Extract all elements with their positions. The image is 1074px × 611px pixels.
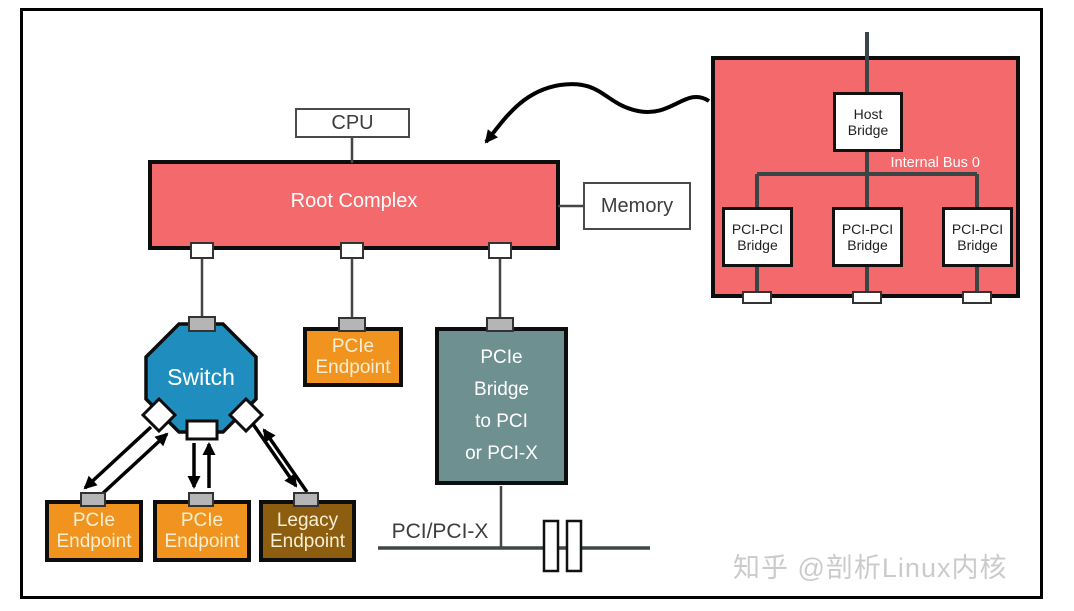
pcie-endpoint-center-port <box>188 492 214 507</box>
pci-pci-bridge-label-line: Bridge <box>737 237 778 253</box>
pci-pci-bridge-3-box: PCI-PCI Bridge <box>942 207 1013 267</box>
watermark: 知乎 @剖析Linux内核 <box>733 553 1008 583</box>
pcie-bridge-line4: or PCI-X <box>465 443 538 464</box>
root-complex-box <box>148 160 560 250</box>
legacy-endpoint-port <box>293 492 319 507</box>
pci-pci-bridge-label-line: Bridge <box>847 237 888 253</box>
pci-pci-bridge-label-line: Bridge <box>957 237 998 253</box>
pcie-endpoint-mid-line1: PCIe <box>331 336 375 357</box>
inset-port-2 <box>852 291 882 304</box>
root-port-3 <box>488 242 512 259</box>
host-bridge-line2: Bridge <box>847 122 889 138</box>
cpu-label: CPU <box>331 111 374 134</box>
pci-pci-bridge-label-line: PCI-PCI <box>841 221 894 237</box>
pcie-endpoint-mid-port <box>338 317 366 332</box>
pcie-endpoint-center-line2: Endpoint <box>164 531 240 552</box>
pci-pci-bridge-label-line: PCI-PCI <box>731 221 784 237</box>
host-bridge-box: Host Bridge <box>833 92 903 152</box>
pcie-endpoint-mid-line2: Endpoint <box>315 357 391 378</box>
legacy-endpoint-line1: Legacy <box>276 510 339 531</box>
switch-label: Switch <box>167 363 235 390</box>
memory-label: Memory <box>600 194 674 217</box>
root-complex-label-wrap: Root Complex <box>148 160 560 242</box>
pcie-endpoint-left-line1: PCIe <box>72 510 116 531</box>
inset-port-1 <box>742 291 772 304</box>
switch-top-port <box>188 316 216 332</box>
legacy-endpoint-line2: Endpoint <box>269 531 345 552</box>
pcie-bridge-line1: PCIe <box>480 347 523 368</box>
internal-bus-label: Internal Bus 0 <box>890 155 980 171</box>
pci-bus-label: PCI/PCI-X <box>391 520 489 543</box>
pcie-endpoint-center-box: PCIe Endpoint <box>153 500 251 562</box>
pcie-bridge-line2: Bridge <box>474 379 529 400</box>
pcie-bridge-box: PCIe Bridge to PCI or PCI-X <box>435 327 568 485</box>
pci-pci-bridge-label-line: PCI-PCI <box>951 221 1004 237</box>
legacy-endpoint-box: Legacy Endpoint <box>259 500 356 562</box>
inset-port-3 <box>962 291 992 304</box>
root-complex-label: Root Complex <box>290 189 418 212</box>
root-port-1 <box>190 242 214 259</box>
pcie-bridge-top-port <box>486 317 514 332</box>
root-port-2 <box>340 242 364 259</box>
pcie-bridge-line3: to PCI <box>475 411 528 432</box>
pcie-endpoint-mid-box: PCIe Endpoint <box>303 327 403 387</box>
memory-box: Memory <box>583 182 691 230</box>
cpu-box: CPU <box>295 108 410 138</box>
switch-label-wrap: Switch <box>146 362 256 392</box>
pcie-endpoint-left-line2: Endpoint <box>56 531 132 552</box>
pci-pci-bridge-2-box: PCI-PCI Bridge <box>832 207 903 267</box>
host-bridge-line1: Host <box>853 106 883 122</box>
pcie-endpoint-left-box: PCIe Endpoint <box>45 500 143 562</box>
pcie-endpoint-center-line1: PCIe <box>180 510 224 531</box>
pci-pci-bridge-1-box: PCI-PCI Bridge <box>722 207 793 267</box>
pcie-endpoint-left-port <box>80 492 106 507</box>
